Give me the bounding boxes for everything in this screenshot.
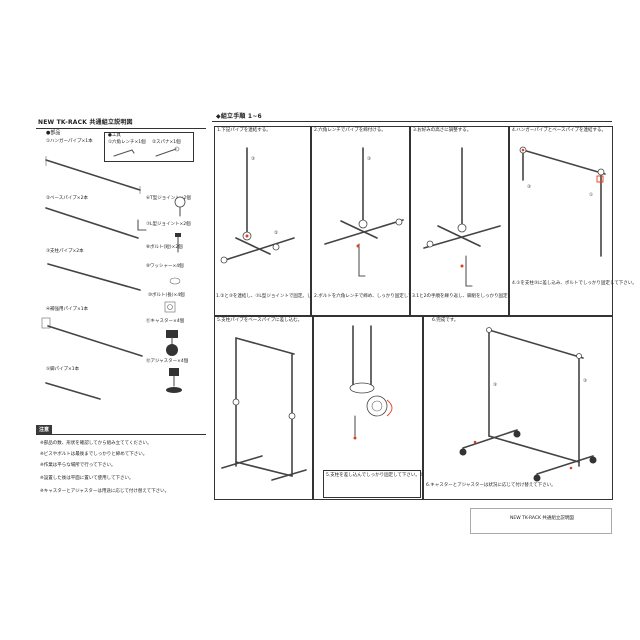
step-3-panel (410, 126, 509, 316)
step-5-caption: 5.支柱パイプをベースパイプに差し込む。 (217, 318, 303, 323)
tools-box (104, 132, 194, 162)
tool-label-hex-wrench: ①六角レンチ×1個 (108, 140, 146, 145)
step-3-diagram (423, 147, 501, 287)
svg-text:③: ③ (493, 382, 497, 388)
step-4-panel (509, 126, 613, 316)
base-pipe-diagram (45, 207, 139, 239)
step-1-panel (214, 126, 311, 316)
step-3-caption: 3.お好みの高さに調整する。 (413, 128, 472, 133)
tool-label-spanner: ②スパナ×1個 (152, 140, 181, 145)
step-5-note-box (323, 470, 421, 498)
note-item: ※設置した後は平面に置いて使用して下さい。 (40, 476, 134, 481)
step-4-diagram: ③① (519, 146, 606, 257)
step-6-caption: 6.完成です。 (432, 318, 459, 323)
sheet-title: NEW TK-RACK 共通組立説明図 (38, 119, 133, 126)
step-6-note: 6.キャスターとアジャスターは状況に応じて付け替えて下さい。 (426, 483, 556, 488)
steps-title: ◆組立手順 1~6 (216, 113, 262, 120)
step-5-detail-diagram (349, 325, 393, 440)
hanger-pipe-diagram (45, 156, 141, 194)
fitting-label-bolt-short: ⑧ボルト(短)×2個 (146, 245, 183, 250)
t-joint-icon (174, 196, 186, 217)
step-4-caption: 4.ハンガーパイプとベースパイプを連結する。 (512, 128, 607, 133)
step-1-caption: 1.下記パイプを連結する。 (217, 128, 271, 133)
step-2-note: 2.ボルトを六角レンチで締め、しっかり固定して下さい。 (314, 294, 431, 299)
step-3-note: 3.1と2の手順を繰り返し、脚組をしっかり固定して下さい。 (412, 294, 535, 299)
part-label-hanger-pipe: ①ハンガーパイプ×1本 (46, 139, 93, 144)
footer-stamp: NEW TK-RACK 共通組立説明図 (510, 516, 574, 521)
note-item: ※キャスターとアジャスターは用途に応じて付け替えて下さい。 (40, 489, 170, 494)
fitting-label-caster: ⑪キャスター×4個 (146, 319, 185, 324)
part-label-pillar-pipe: ③支柱パイプ×2本 (46, 249, 84, 254)
parts-heading: ●部品 (46, 130, 61, 136)
note-item: ※ビスやボルトは最後までしっかりと締めて下さい。 (40, 452, 148, 457)
part-label-reinforce-pipe: ④補強用パイプ×1本 (46, 307, 89, 312)
fitting-label-washer: ⑨ワッシャー×4個 (146, 264, 184, 269)
adjuster-icon (166, 368, 182, 393)
svg-text:③: ③ (583, 378, 587, 384)
svg-text:③: ③ (367, 156, 371, 162)
wrench-icon (113, 146, 180, 157)
step-1-note: 1.②と③を連結し、⑦L型ジョイントで固定。しっかりと締めて下さい。 (216, 294, 361, 299)
fitting-label-l-joint: ⑦L型ジョイント×2個 (146, 222, 191, 227)
svg-text:①: ① (589, 192, 593, 198)
bolt-long-icon (164, 301, 176, 313)
reinforce-pipe-diagram (41, 317, 143, 357)
fitting-label-t-joint: ⑥T型ジョイント×2個 (146, 196, 191, 201)
notes-rule (36, 434, 206, 435)
step-2-diagram: ③ (324, 147, 404, 277)
svg-text:③: ③ (251, 156, 255, 162)
note-item: ※部品の数、形状を確認してから組み立ててください。 (40, 441, 152, 446)
part-label-base-pipe: ②ベースパイプ×2本 (46, 196, 88, 201)
steps-rule (212, 121, 612, 122)
l-joint-icon (137, 219, 147, 231)
washer-icon (169, 277, 181, 285)
tools-heading: ●工具 (108, 133, 121, 138)
step-6-panel (423, 316, 613, 500)
fitting-label-adjuster: ⑫アジャスター×4個 (146, 359, 189, 364)
title-rule (36, 128, 206, 129)
svg-text:②: ② (274, 230, 278, 236)
bolt-short-icon (175, 233, 181, 253)
step-6-diagram: ③③ (459, 327, 597, 482)
footer-stamp-box (470, 508, 612, 534)
step-5-diagram (221, 337, 307, 481)
step-5-note: 5.支柱を差し込んでしっかり固定して下さい。⑤は補強して下さい。 (326, 473, 465, 478)
step-2-caption: 2.六角レンチでパイプを締付ける。 (314, 128, 386, 133)
svg-text:③: ③ (527, 184, 531, 190)
part-label-leg-pipe: ⑤脚パイプ×1本 (46, 367, 80, 372)
fitting-label-bolt-long: ⑩ボルト(長)×4個 (148, 293, 185, 298)
caster-icon (166, 330, 178, 356)
note-item: ※作業は平らな場所で行って下さい。 (40, 463, 116, 468)
pillar-pipe-diagram (47, 263, 141, 291)
step-1-diagram: ③② (220, 147, 295, 264)
step-4-note: 4.①を支柱③に差し込み、ボルトでしっかり固定して下さい。 (512, 281, 637, 286)
leg-pipe-diagram (45, 382, 101, 400)
notes-heading: 注意 (36, 425, 53, 434)
